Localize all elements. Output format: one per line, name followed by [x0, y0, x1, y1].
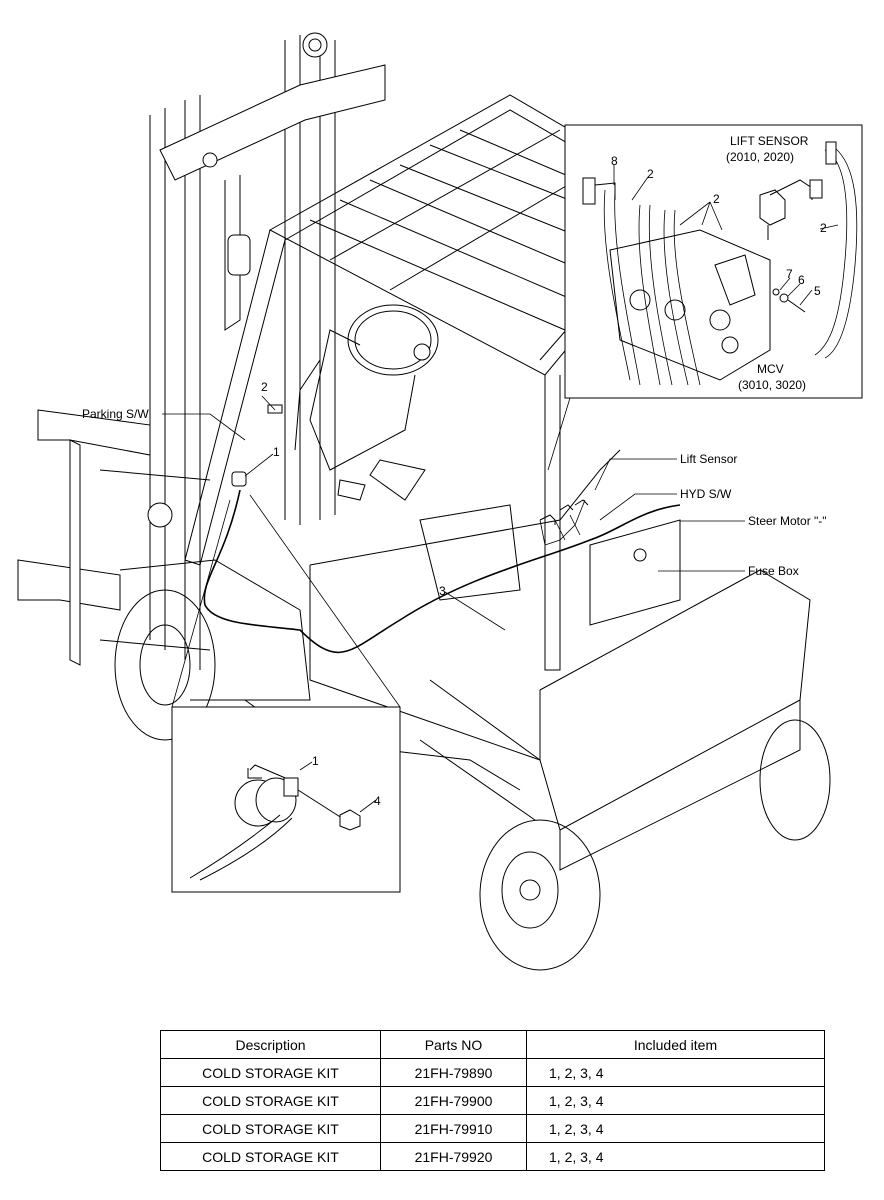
cell-included: 1, 2, 3, 4	[526, 1142, 825, 1171]
label-steer-motor: Steer Motor "-"	[748, 514, 827, 528]
main-callouts: Parking S/W 2 1 3 Lift Sensor HYD S/W St…	[82, 380, 827, 598]
table-row: COLD STORAGE KIT 21FH-79900 1, 2, 3, 4	[160, 1086, 825, 1115]
cell-description: COLD STORAGE KIT	[160, 1058, 381, 1087]
inset-parking-switch: 1 4	[171, 706, 401, 893]
label-lift-sensor: Lift Sensor	[680, 452, 737, 466]
cell-parts-no: 21FH-79900	[380, 1086, 527, 1115]
truck-body	[119, 449, 811, 871]
callout-5: 5	[814, 284, 821, 298]
leader-lines	[162, 395, 745, 708]
callout-8: 8	[611, 154, 618, 168]
cell-parts-no: 21FH-79910	[380, 1114, 527, 1143]
steering-dashboard	[294, 304, 439, 501]
table-row: COLD STORAGE KIT 21FH-79920 1, 2, 3, 4	[160, 1142, 825, 1171]
label-fuse-box: Fuse Box	[748, 564, 799, 578]
table-header-row: Description Parts NO Included item	[160, 1030, 825, 1059]
label-parking-sw: Parking S/W	[82, 407, 149, 421]
callout-4: 4	[374, 794, 381, 808]
label-hyd-sw: HYD S/W	[680, 487, 732, 501]
inset-mcv-models: (3010, 3020)	[738, 378, 806, 392]
callout-7: 7	[786, 267, 793, 281]
inset-mcv: LIFT SENSOR (2010, 2020) MCV (3010, 3020…	[564, 124, 863, 399]
cell-parts-no: 21FH-79920	[380, 1142, 527, 1171]
callout-3: 3	[439, 584, 446, 598]
fork-carriage	[17, 409, 211, 666]
callout-2-inset-c: 2	[820, 221, 827, 235]
table-row: COLD STORAGE KIT 21FH-79910 1, 2, 3, 4	[160, 1114, 825, 1143]
header-parts-no: Parts NO	[380, 1030, 527, 1059]
callout-2-inset-a: 2	[647, 167, 654, 181]
cell-description: COLD STORAGE KIT	[160, 1086, 381, 1115]
forklift-exploded-diagram: LIFT SENSOR (2010, 2020) MCV (3010, 3020…	[17, 32, 863, 971]
inset-lift-sensor-title: LIFT SENSOR	[730, 134, 809, 148]
cell-included: 1, 2, 3, 4	[526, 1086, 825, 1115]
callout-1-inset: 1	[312, 754, 319, 768]
parts-table: Description Parts NO Included item COLD …	[160, 1030, 825, 1171]
callout-1-main: 1	[273, 445, 280, 459]
table-row: COLD STORAGE KIT 21FH-79890 1, 2, 3, 4	[160, 1058, 825, 1087]
cell-description: COLD STORAGE KIT	[160, 1142, 381, 1171]
header-description: Description	[160, 1030, 381, 1059]
cell-description: COLD STORAGE KIT	[160, 1114, 381, 1143]
callout-2-main: 2	[261, 380, 268, 394]
wire-harness	[203, 404, 681, 654]
header-included-item: Included item	[526, 1030, 825, 1059]
cell-included: 1, 2, 3, 4	[526, 1114, 825, 1143]
callout-2-inset-b: 2	[713, 192, 720, 206]
inset-lift-sensor-models: (2010, 2020)	[726, 150, 794, 164]
cell-parts-no: 21FH-79890	[380, 1058, 527, 1087]
inset-mcv-title: MCV	[757, 362, 784, 376]
wheels	[114, 589, 831, 971]
callout-6: 6	[798, 273, 805, 287]
mast-assembly	[149, 32, 386, 670]
cell-included: 1, 2, 3, 4	[526, 1058, 825, 1087]
